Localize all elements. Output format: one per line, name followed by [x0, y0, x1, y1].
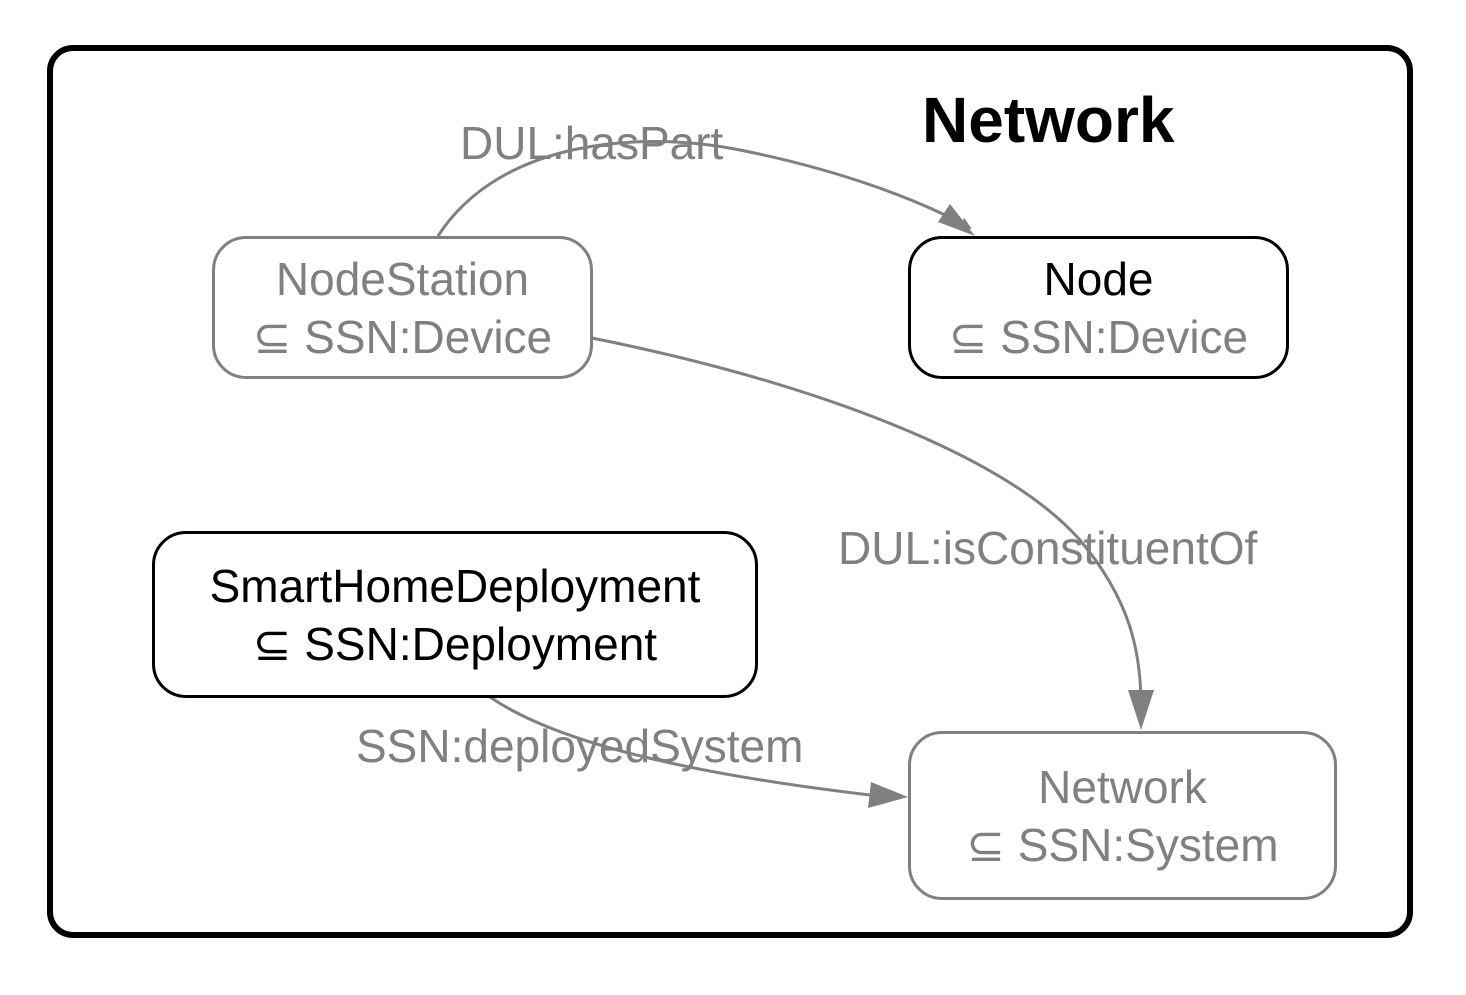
edge-label-has-part: DUL:hasPart — [460, 117, 724, 169]
node-nodestation-name: NodeStation — [275, 252, 530, 305]
node-node[interactable]: Node ⊆ SSN:Device — [908, 236, 1289, 379]
node-network-name: Network — [1038, 760, 1207, 813]
edge-label-is-constituent-of: DUL:isConstituentOf — [838, 522, 1258, 574]
node-network-superclass: ⊆ SSN:System — [966, 818, 1279, 871]
cluster-title: Network — [922, 84, 1175, 156]
edge-has-part-arrowhead — [938, 204, 975, 236]
edge-is-constituent-of-arrowhead — [1128, 690, 1154, 730]
cluster-frame — [47, 45, 1413, 938]
node-smarthomedeployment-name: SmartHomeDeployment — [209, 559, 701, 612]
node-nodestation[interactable]: NodeStation ⊆ SSN:Device — [212, 236, 593, 379]
node-node-name: Node — [1043, 252, 1154, 305]
node-nodestation-superclass: ⊆ SSN:Device — [252, 310, 553, 363]
node-node-superclass: ⊆ SSN:Device — [948, 310, 1249, 363]
edge-deployed-system — [489, 695, 871, 797]
node-smarthomedeployment-superclass: ⊆ SSN:Deployment — [252, 617, 658, 670]
node-network[interactable]: Network ⊆ SSN:System — [908, 731, 1337, 900]
edge-is-constituent-of — [591, 336, 1143, 701]
edge-has-part — [436, 139, 972, 237]
node-smarthomedeployment[interactable]: SmartHomeDeployment ⊆ SSN:Deployment — [152, 531, 758, 698]
edge-deployed-system-arrowhead — [868, 782, 908, 808]
edge-label-deployed-system: SSN:deployedSystem — [356, 720, 804, 772]
